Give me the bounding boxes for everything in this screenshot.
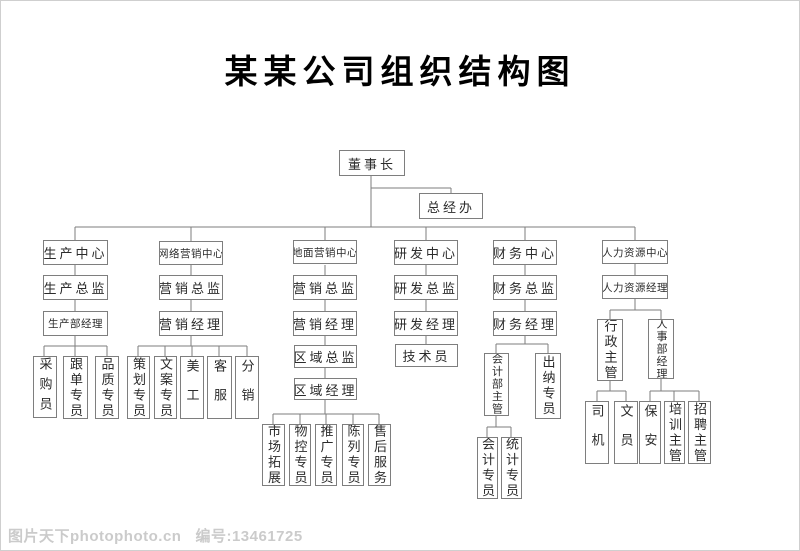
node-technician: 技术员 — [395, 344, 458, 367]
node-admin-supervisor: 行政主管 — [597, 319, 623, 381]
node-production-director: 生产总监 — [43, 275, 108, 300]
node-finance-director: 财务总监 — [493, 275, 557, 300]
node-ground-marketing-center: 地面营销中心 — [293, 240, 357, 264]
node-statistics-specialist: 统计专员 — [501, 437, 522, 499]
node-driver: 司机 — [585, 401, 609, 464]
node-office-clerk: 文员 — [614, 401, 638, 464]
node-cashier-specialist: 出纳专员 — [535, 353, 561, 419]
node-production-center: 生产中心 — [43, 240, 108, 265]
node-order-follow-specialist: 跟单专员 — [63, 356, 88, 419]
node-region-director: 区域总监 — [294, 345, 357, 368]
node-finance-center: 财务中心 — [493, 240, 557, 265]
node-purchasing-clerk: 采购员 — [33, 356, 57, 418]
page-title: 某某公司组织结构图 — [224, 53, 576, 90]
node-network-marketing-director: 营销总监 — [159, 275, 223, 300]
watermark-serial-text: 编号:13461725 — [195, 528, 303, 545]
node-rd-center: 研发中心 — [394, 240, 458, 265]
node-chairman: 董事长 — [339, 150, 405, 176]
node-market-development: 市场拓展 — [262, 424, 285, 486]
node-copywriter-specialist: 文案专员 — [154, 356, 177, 419]
node-planning-specialist: 策划专员 — [127, 356, 150, 419]
node-hr-manager: 人力资源经理 — [602, 275, 668, 299]
node-promotion-specialist: 推广专员 — [315, 424, 337, 486]
node-network-marketing-center: 网络营销中心 — [159, 241, 223, 265]
node-security-guard: 保安 — [639, 401, 661, 464]
node-rd-director: 研发总监 — [394, 275, 458, 300]
node-personnel-dept-manager: 人事部经理 — [648, 319, 674, 379]
node-after-sales-service: 售后服务 — [368, 424, 391, 486]
watermark: 图片天下photophoto.cn 编号:13461725 — [8, 525, 303, 546]
node-display-specialist: 陈列专员 — [342, 424, 364, 486]
node-production-dept-manager: 生产部经理 — [43, 311, 108, 336]
node-ground-marketing-director: 营销总监 — [293, 275, 357, 300]
node-quality-specialist: 品质专员 — [95, 356, 119, 419]
node-distribution: 分销 — [235, 356, 259, 419]
watermark-site-text: 图片天下photophoto.cn — [8, 528, 182, 545]
node-region-manager: 区域经理 — [294, 378, 357, 400]
node-hr-center: 人力资源中心 — [602, 240, 668, 264]
node-customer-service: 客服 — [207, 356, 232, 419]
node-accounting-dept-supervisor: 会计部主管 — [484, 353, 509, 416]
node-finance-manager: 财务经理 — [493, 311, 557, 336]
node-rd-manager: 研发经理 — [394, 311, 458, 336]
node-ground-marketing-manager: 营销经理 — [293, 311, 357, 336]
node-graphic-designer: 美工 — [180, 356, 204, 419]
node-material-control-specialist: 物控专员 — [289, 424, 311, 486]
node-gm-office: 总经办 — [419, 193, 483, 219]
node-network-marketing-manager: 营销经理 — [159, 311, 223, 336]
node-training-supervisor: 培训主管 — [664, 401, 685, 464]
node-recruiting-supervisor: 招聘主管 — [688, 401, 711, 464]
node-accounting-specialist: 会计专员 — [477, 437, 498, 499]
